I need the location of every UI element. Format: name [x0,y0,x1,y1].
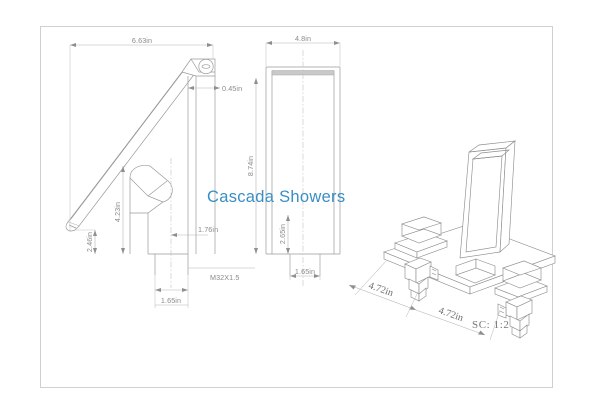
dim-base-height-arrow-bottom [286,248,290,254]
iso-right-block-cap [502,260,542,276]
dim-base-width-text: 1.65in [161,296,181,305]
dim-head-offset-text: 0.45in [222,84,242,93]
iso-right-stem-knob-grooves [499,306,505,314]
threaded-shank [154,254,189,275]
front-view-group: 4.8in 8.74in 2.65in 1.65in [246,34,341,286]
shower-outlet-slot [201,64,211,69]
dim-overall-length-arrow-right [207,43,213,47]
dim-base-width-arrow-right [182,288,188,292]
dim-overall-length-arrow-left [70,43,76,47]
iso-dim-ext-lines [354,259,501,341]
dim-base-height-arrow-top [286,215,290,221]
dim-head-offset-arrow-left [188,86,194,90]
dim-overall-length-text: 6.63in [132,36,152,45]
sheet-border [40,26,553,388]
iso-panel-top-inner [471,149,511,160]
side-view-group: 6.63in 0.45in 4.23in 2.46in 1.76in M32X [65,36,255,308]
panel-outer-edges [265,67,341,254]
scale-label: SC: 1:2 [472,319,510,331]
iso-dim-right-text: 4.72in [437,305,464,324]
dim-overall-length-ext [69,45,214,232]
dim-panel-width-text: 4.8in [295,34,311,43]
dim-head-offset-arrow-right [214,86,220,90]
dim-panel-width-arrow-right [334,41,340,45]
dim-base-depth-ext [289,254,321,280]
iso-left-stem-knob-grooves [431,268,437,276]
dim-base-depth-arrow-right [314,274,320,278]
dim-base-depth-arrow-left [290,274,296,278]
iso-right-stem-knob [497,303,507,319]
thread-spec-text: M32X1.5 [210,273,239,282]
elbow-block [129,165,173,214]
iso-dim-left-text: 4.72in [367,280,394,299]
panel-inner-edges [271,71,335,254]
elbow-block-edge [147,180,168,197]
dim-base-depth-text: 1.65in [295,267,315,276]
iso-right-stem-tip-side [519,324,528,339]
dim-spout-height-text: 2.46in [85,232,94,252]
iso-dim-left-arrow-end [409,305,416,310]
iso-left-block-base-side [416,240,448,259]
shower-arm-inner-edge [70,69,185,220]
iso-center-block-side [475,258,496,276]
dim-elbow-height-text: 4.23in [113,202,122,222]
dim-panel-width-arrow-left [266,41,272,45]
dim-spout-height-arrow-bottom [93,248,97,254]
iso-dim-right-arrow-end [478,330,485,335]
shower-outlet-circle [198,58,214,75]
dim-elbow-offset-arrow [171,233,177,237]
dim-panel-width-ext [265,43,341,66]
dim-spout-height-arrow-top [93,230,97,236]
iso-left-block-cap [400,216,443,231]
elbow-stem [129,213,149,254]
dim-elbow-offset-text: 1.76in [198,225,218,234]
iso-panel-right-side [499,140,516,253]
iso-dim-left-arrow-start [349,285,356,290]
dim-base-width-ext [154,275,189,308]
iso-dim-right-line [415,309,486,336]
dim-overall-height-arrow-top [254,78,258,84]
dim-base-width-arrow-left [155,288,161,292]
dim-overall-height-arrow-bottom [254,248,258,254]
dim-base-height-text: 2.65in [278,224,287,244]
dim-elbow-height-arrow-bottom [121,248,125,254]
watermark-text: Cascada Showers [207,188,345,206]
dim-elbow-height-arrow-top [121,166,125,172]
isometric-view-group: 4.72in 4.72in SC: 1:2 [348,140,556,341]
iso-left-stem-knob [429,265,439,281]
iso-left-stem-tip-side [418,287,427,302]
dim-overall-height-text: 8.74in [246,156,255,176]
